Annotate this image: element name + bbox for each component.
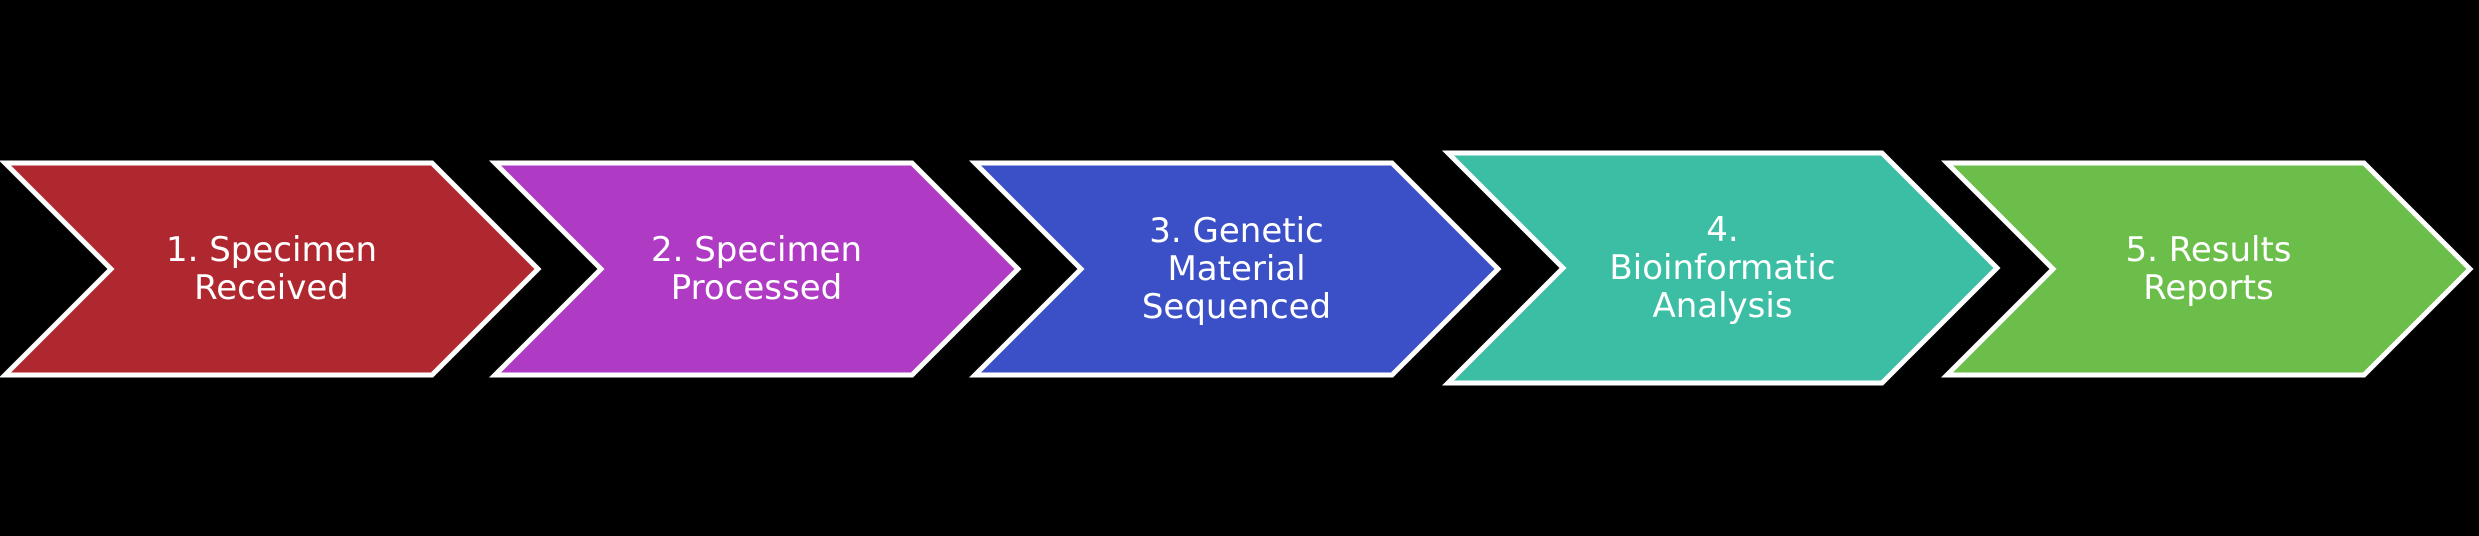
chevron-shape-step-2 (488, 160, 1022, 378)
chevron-shape-step-5 (1940, 160, 2474, 378)
chevron-shape-step-1 (0, 160, 542, 378)
chevron-shape-step-4 (1441, 150, 2001, 386)
chevron-shape-step-3 (968, 160, 1502, 378)
